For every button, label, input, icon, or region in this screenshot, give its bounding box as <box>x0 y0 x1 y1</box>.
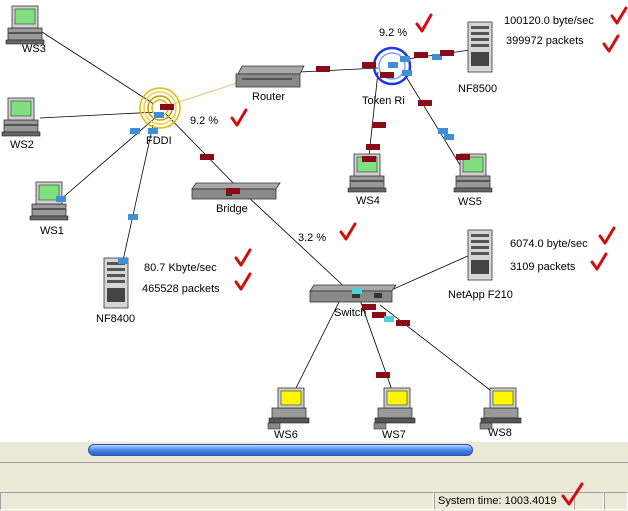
ws7-label: WS7 <box>382 429 406 441</box>
network-canvas[interactable]: WS3 WS2 WS1 FDDI Router Bridge Token Ri … <box>0 0 628 442</box>
nf8400-rate: 80.7 Kbyte/sec <box>144 262 217 274</box>
ws8-computer-icon[interactable] <box>479 387 522 430</box>
bridge-label: Bridge <box>216 203 248 215</box>
nf8400-server-icon[interactable] <box>103 257 129 309</box>
fddi-router-link <box>169 81 241 106</box>
ws7-computer-icon[interactable] <box>373 387 416 430</box>
scrollbar-thumb[interactable] <box>88 444 473 456</box>
check-marks <box>230 6 628 291</box>
ws3-computer-icon[interactable] <box>5 5 45 45</box>
nf8500-label: NF8500 <box>458 83 497 95</box>
netapp-server-icon[interactable] <box>467 229 493 281</box>
nf8400-packets: 465528 packets <box>142 283 220 295</box>
ws4-label: WS4 <box>356 195 380 207</box>
fddi-label: FDDI <box>146 135 172 147</box>
ws6-computer-icon[interactable] <box>267 387 310 430</box>
ws6-label: WS6 <box>274 429 298 441</box>
netapp-rate: 6074.0 byte/sec <box>510 238 588 250</box>
ws2-label: WS2 <box>10 139 34 151</box>
fddi-utilization: 9.2 % <box>190 115 218 127</box>
status-bar: System time: 1003.4019 <box>0 482 628 511</box>
check-icon <box>415 13 433 33</box>
ws2-computer-icon[interactable] <box>1 97 41 137</box>
status-cell-main <box>0 492 434 510</box>
check-icon <box>339 222 357 241</box>
ws3-label: WS3 <box>22 43 46 55</box>
check-icon <box>561 482 584 506</box>
check-icon <box>234 248 252 267</box>
switch-label: Switch <box>334 307 366 319</box>
token-ring-label: Token Ri <box>362 95 405 107</box>
token-ring-utilization: 9.2 % <box>379 27 407 39</box>
check-icon <box>610 6 628 25</box>
nf8400-label: NF8400 <box>96 313 135 325</box>
check-icon <box>602 34 620 53</box>
ws8-label: WS8 <box>488 427 512 439</box>
nf8500-rate: 100120.0 byte/sec <box>504 15 594 27</box>
router-label: Router <box>252 91 285 103</box>
status-cell-extra <box>574 492 604 510</box>
check-icon <box>234 272 252 291</box>
ws5-label: WS5 <box>458 196 482 208</box>
bridge-switch-utilization: 3.2 % <box>298 232 326 244</box>
netapp-label: NetApp F210 <box>448 289 513 301</box>
bridge-icon[interactable] <box>191 182 281 200</box>
nf8500-server-icon[interactable] <box>467 21 493 73</box>
router-icon[interactable] <box>235 65 305 88</box>
status-cell-grip <box>604 492 628 510</box>
check-icon <box>590 252 608 271</box>
ws1-label: WS1 <box>40 225 64 237</box>
netapp-packets: 3109 packets <box>510 261 576 273</box>
nf8500-packets: 399972 packets <box>506 35 584 47</box>
status-cell-time <box>434 492 574 510</box>
check-icon <box>598 226 616 245</box>
check-icon <box>230 108 248 127</box>
system-time: System time: 1003.4019 <box>438 495 557 507</box>
